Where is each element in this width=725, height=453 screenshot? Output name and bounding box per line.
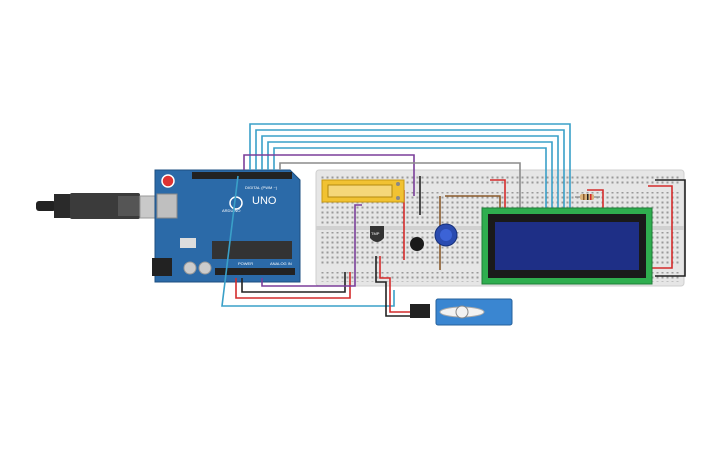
power-label: POWER [238,261,253,266]
arduino-board[interactable]: UNO ARDUINO DIGITAL (PWM ~) POWER ANALOG… [152,169,301,283]
analog-label: ANALOG IN [270,261,292,266]
digital-label: DIGITAL (PWM ~) [245,185,278,190]
wires [221,123,686,317]
pushbutton-icon[interactable] [321,179,405,203]
potentiometer-icon[interactable] [434,223,458,247]
resistor-icon [575,194,600,200]
buzzer-icon[interactable] [410,237,424,251]
temperature-sensor-icon: TMP [370,226,384,242]
arduino-logo-text: ARDUINO [222,208,240,213]
usb-cable-icon[interactable] [36,193,163,219]
servo-icon[interactable] [410,298,513,326]
sensor-label: TMP [371,231,380,236]
arduino-brand: UNO [252,195,277,207]
lcd-display[interactable] [481,207,653,285]
reset-button[interactable] [161,174,175,188]
